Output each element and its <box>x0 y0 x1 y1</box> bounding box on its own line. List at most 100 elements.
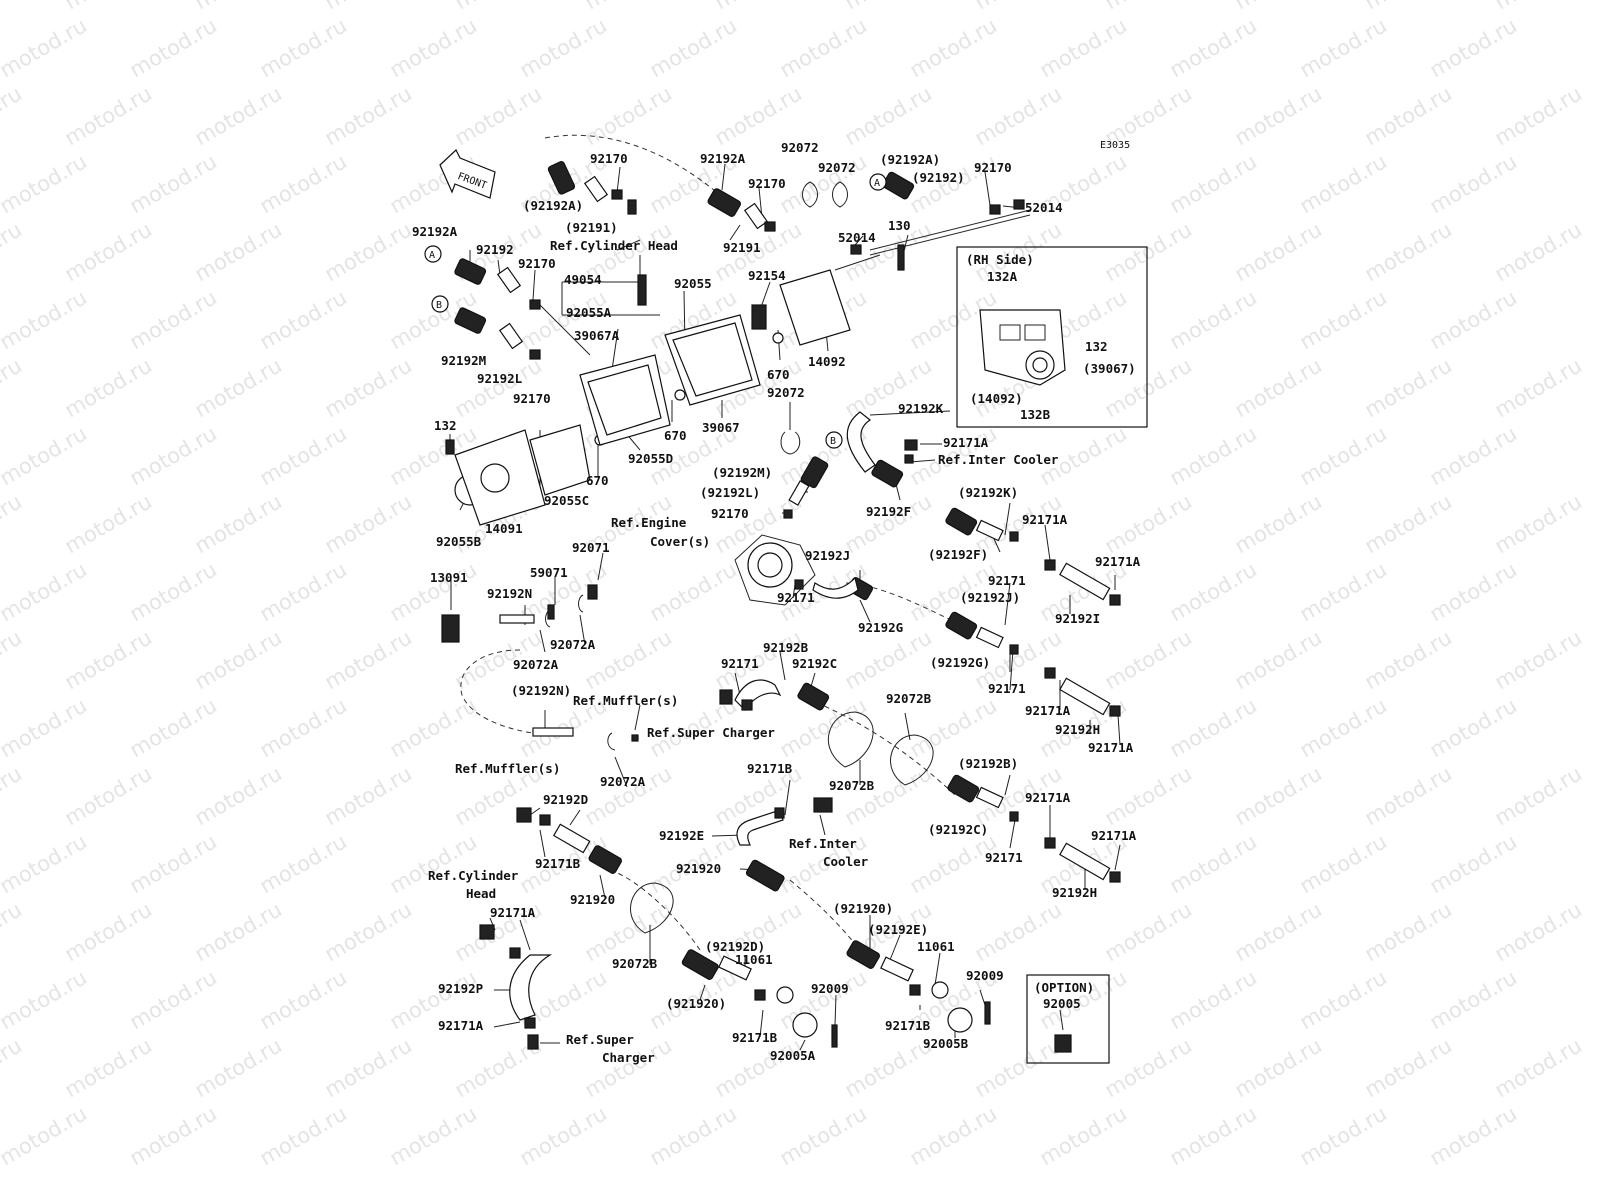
part-label: 59071 <box>530 565 568 580</box>
watermark-text: motod.ru <box>1296 149 1391 218</box>
watermark-text: motod.ru <box>0 285 91 354</box>
watermark-text: motod.ru <box>1296 1101 1391 1170</box>
part-label: (39067) <box>1083 361 1136 376</box>
watermark-text: motod.ru <box>61 489 156 558</box>
watermark-text: motod.ru <box>386 693 481 762</box>
part-label: 92009 <box>966 968 1004 983</box>
watermark-text: motod.ru <box>516 1101 611 1170</box>
part-label: (92192B) <box>958 756 1018 771</box>
part-label: 132 <box>434 418 457 433</box>
watermark-text: motod.ru <box>1426 557 1521 626</box>
part-label: 92171A <box>438 1018 484 1033</box>
part-label: 92171B <box>885 1018 931 1033</box>
watermark-text: motod.ru <box>776 1101 871 1170</box>
watermark-text: motod.ru <box>971 81 1066 150</box>
watermark-text: motod.ru <box>1036 13 1131 82</box>
watermark-text: motod.ru <box>971 1033 1066 1102</box>
callout-markers: A B A B <box>424 173 887 449</box>
part-label: 92192A <box>412 224 458 239</box>
part-label: 92072B <box>829 778 875 793</box>
watermark-text: motod.ru <box>0 217 26 286</box>
part-label: 92192H <box>1055 722 1100 737</box>
watermark-text: motod.ru <box>1491 81 1586 150</box>
part-label: 92192B <box>763 640 809 655</box>
part-label: 92170 <box>974 160 1012 175</box>
part-label: 92170 <box>513 391 551 406</box>
part-label: 92072A <box>550 637 596 652</box>
watermark-text: motod.ru <box>321 217 416 286</box>
part-label: 92192N <box>487 586 532 601</box>
watermark-text: motod.ru <box>0 81 26 150</box>
part-label: (92192E) <box>868 922 928 937</box>
part-label: Charger <box>602 1050 655 1065</box>
watermark-text: motod.ru <box>516 13 611 82</box>
part-label: 92171A <box>1025 790 1071 805</box>
part-label: 92171B <box>732 1030 778 1045</box>
watermark-text: motod.ru <box>581 0 676 14</box>
watermark-text: motod.ru <box>1166 557 1261 626</box>
watermark-text: motod.ru <box>126 557 221 626</box>
part-label: (14092) <box>970 391 1023 406</box>
part-label: 14092 <box>808 354 846 369</box>
watermark-text: motod.ru <box>841 81 936 150</box>
part-label: 921920 <box>676 861 721 876</box>
watermark-text: motod.ru <box>841 0 936 14</box>
watermark-text: motod.ru <box>126 693 221 762</box>
watermark-text: motod.ru <box>256 1101 351 1170</box>
watermark-text: motod.ru <box>0 897 26 966</box>
watermark-text: motod.ru <box>126 285 221 354</box>
watermark-text: motod.ru <box>451 81 546 150</box>
watermark-text: motod.ru <box>1426 1101 1521 1170</box>
part-label: 92192D <box>543 792 588 807</box>
watermark-text: motod.ru <box>1166 1101 1261 1170</box>
part-label: Ref.Engine <box>611 515 687 530</box>
watermark-text: motod.ru <box>191 81 286 150</box>
part-label: (92192A) <box>523 198 583 213</box>
watermark-text: motod.ru <box>581 761 676 830</box>
watermark-text: motod.ru <box>1361 0 1456 14</box>
watermark-text: motod.ru <box>1361 489 1456 558</box>
part-label: 92055D <box>628 451 673 466</box>
watermark-text: motod.ru <box>386 13 481 82</box>
watermark-text: motod.ru <box>1491 761 1586 830</box>
watermark-text: motod.ru <box>1296 285 1391 354</box>
part-label: 92154 <box>748 268 786 283</box>
watermark-text: motod.ru <box>61 81 156 150</box>
watermark-text: motod.ru <box>256 557 351 626</box>
watermark-text: motod.ru <box>1101 761 1196 830</box>
watermark-text: motod.ru <box>1491 489 1586 558</box>
part-label: 92072A <box>513 657 559 672</box>
watermark-text: motod.ru <box>191 489 286 558</box>
part-label: 92072 <box>781 140 819 155</box>
part-label: 92170 <box>711 506 749 521</box>
option-inset <box>1026 974 1110 1064</box>
watermark-text: motod.ru <box>1231 1033 1326 1102</box>
watermark-text: motod.ru <box>126 1101 221 1170</box>
watermark-text: motod.ru <box>256 13 351 82</box>
part-label: 92055A <box>566 305 612 320</box>
part-label: 92192P <box>438 981 483 996</box>
hose-pipe-icon <box>496 175 1111 1021</box>
part-label: 92192M <box>441 353 486 368</box>
watermark-text: motod.ru <box>646 13 741 82</box>
part-label: 92055B <box>436 534 482 549</box>
watermark-text: motod.ru <box>0 353 26 422</box>
watermark-text: motod.ru <box>191 217 286 286</box>
part-label: Cover(s) <box>650 534 710 549</box>
watermark-text: motod.ru <box>126 829 221 898</box>
part-label: (921920) <box>666 996 726 1011</box>
part-label: 92171A <box>1095 554 1141 569</box>
part-label: (92192A) <box>880 152 940 167</box>
watermark-text: motod.ru <box>1101 489 1196 558</box>
watermark-text: motod.ru <box>321 1033 416 1102</box>
part-label: 39067 <box>702 420 740 435</box>
part-label: 92171B <box>535 856 581 871</box>
watermark-text: motod.ru <box>1491 625 1586 694</box>
watermark-text: motod.ru <box>1101 897 1196 966</box>
part-label: Ref.Super <box>566 1032 634 1047</box>
part-label: Ref.Cylinder Head <box>550 238 678 253</box>
watermark-text: motod.ru <box>1231 625 1326 694</box>
watermark-text: motod.ru <box>1101 625 1196 694</box>
watermark-text: motod.ru <box>1426 829 1521 898</box>
part-label: (92192G) <box>930 655 990 670</box>
